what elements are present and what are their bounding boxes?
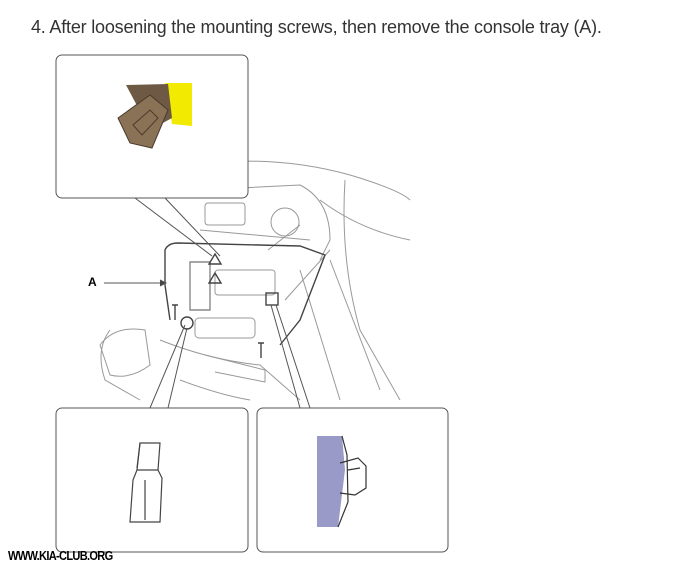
detail-box-hook: [55, 407, 249, 553]
watermark: WWW.KIA-CLUB.ORG: [8, 548, 113, 563]
step-instruction: 4. After loosening the mounting screws, …: [31, 17, 602, 37]
detail-box-tab: [256, 407, 449, 553]
part-label-a: A: [88, 275, 97, 289]
